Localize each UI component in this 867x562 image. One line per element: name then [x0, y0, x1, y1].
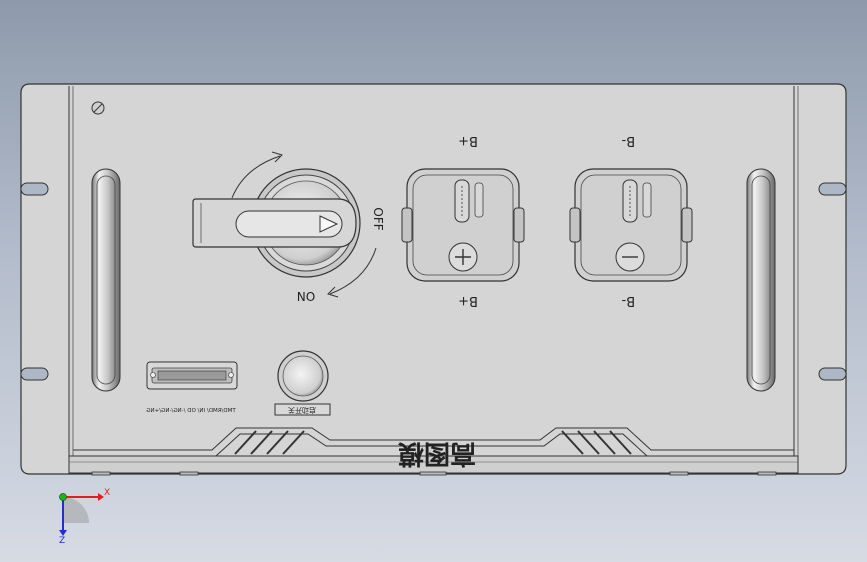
x-axis-label: X: [104, 488, 110, 498]
negative-terminal[interactable]: B- B-: [569, 133, 693, 308]
mounting-slot: [818, 367, 847, 381]
rotary-switch[interactable]: OFF ON: [192, 151, 385, 303]
terminal-label-bottom: B-: [621, 293, 635, 308]
mounting-slots: [20, 182, 847, 381]
mounting-slot: [20, 182, 49, 196]
plus-icon: [455, 249, 471, 265]
communication-port[interactable]: TMD/RMD/ IN/ OD /-NG/-NG/+NG: [146, 361, 238, 414]
rotate-arrow-icon: [231, 155, 281, 199]
axis-triad: X Z: [59, 488, 110, 546]
y-axis: [59, 493, 67, 501]
screw-icon: [91, 101, 105, 115]
left-handle[interactable]: [91, 168, 121, 392]
mounting-slot: [818, 182, 847, 196]
terminal-label-top: B+: [458, 133, 478, 148]
brand-logo-text: 高图模: [397, 438, 476, 469]
right-handle[interactable]: [746, 168, 776, 392]
z-axis-label: Z: [59, 536, 65, 546]
terminal-label-bottom: B+: [458, 293, 478, 308]
port-caption: TMD/RMD/ IN/ OD /-NG/-NG/+NG: [146, 408, 237, 414]
positive-terminal[interactable]: B+ B+: [401, 133, 525, 308]
feet: [91, 471, 777, 476]
terminal-label-top: B-: [621, 133, 635, 148]
rotate-arrow-icon: [329, 247, 377, 295]
decorative-grooves: [73, 427, 794, 457]
button-caption: 启动开关: [288, 406, 316, 415]
switch-off-label: OFF: [371, 207, 385, 230]
switch-on-label: ON: [297, 289, 315, 303]
mounting-slot: [20, 367, 49, 381]
start-button[interactable]: 启动开关: [274, 350, 331, 416]
switch-pointer-icon: [319, 215, 339, 233]
